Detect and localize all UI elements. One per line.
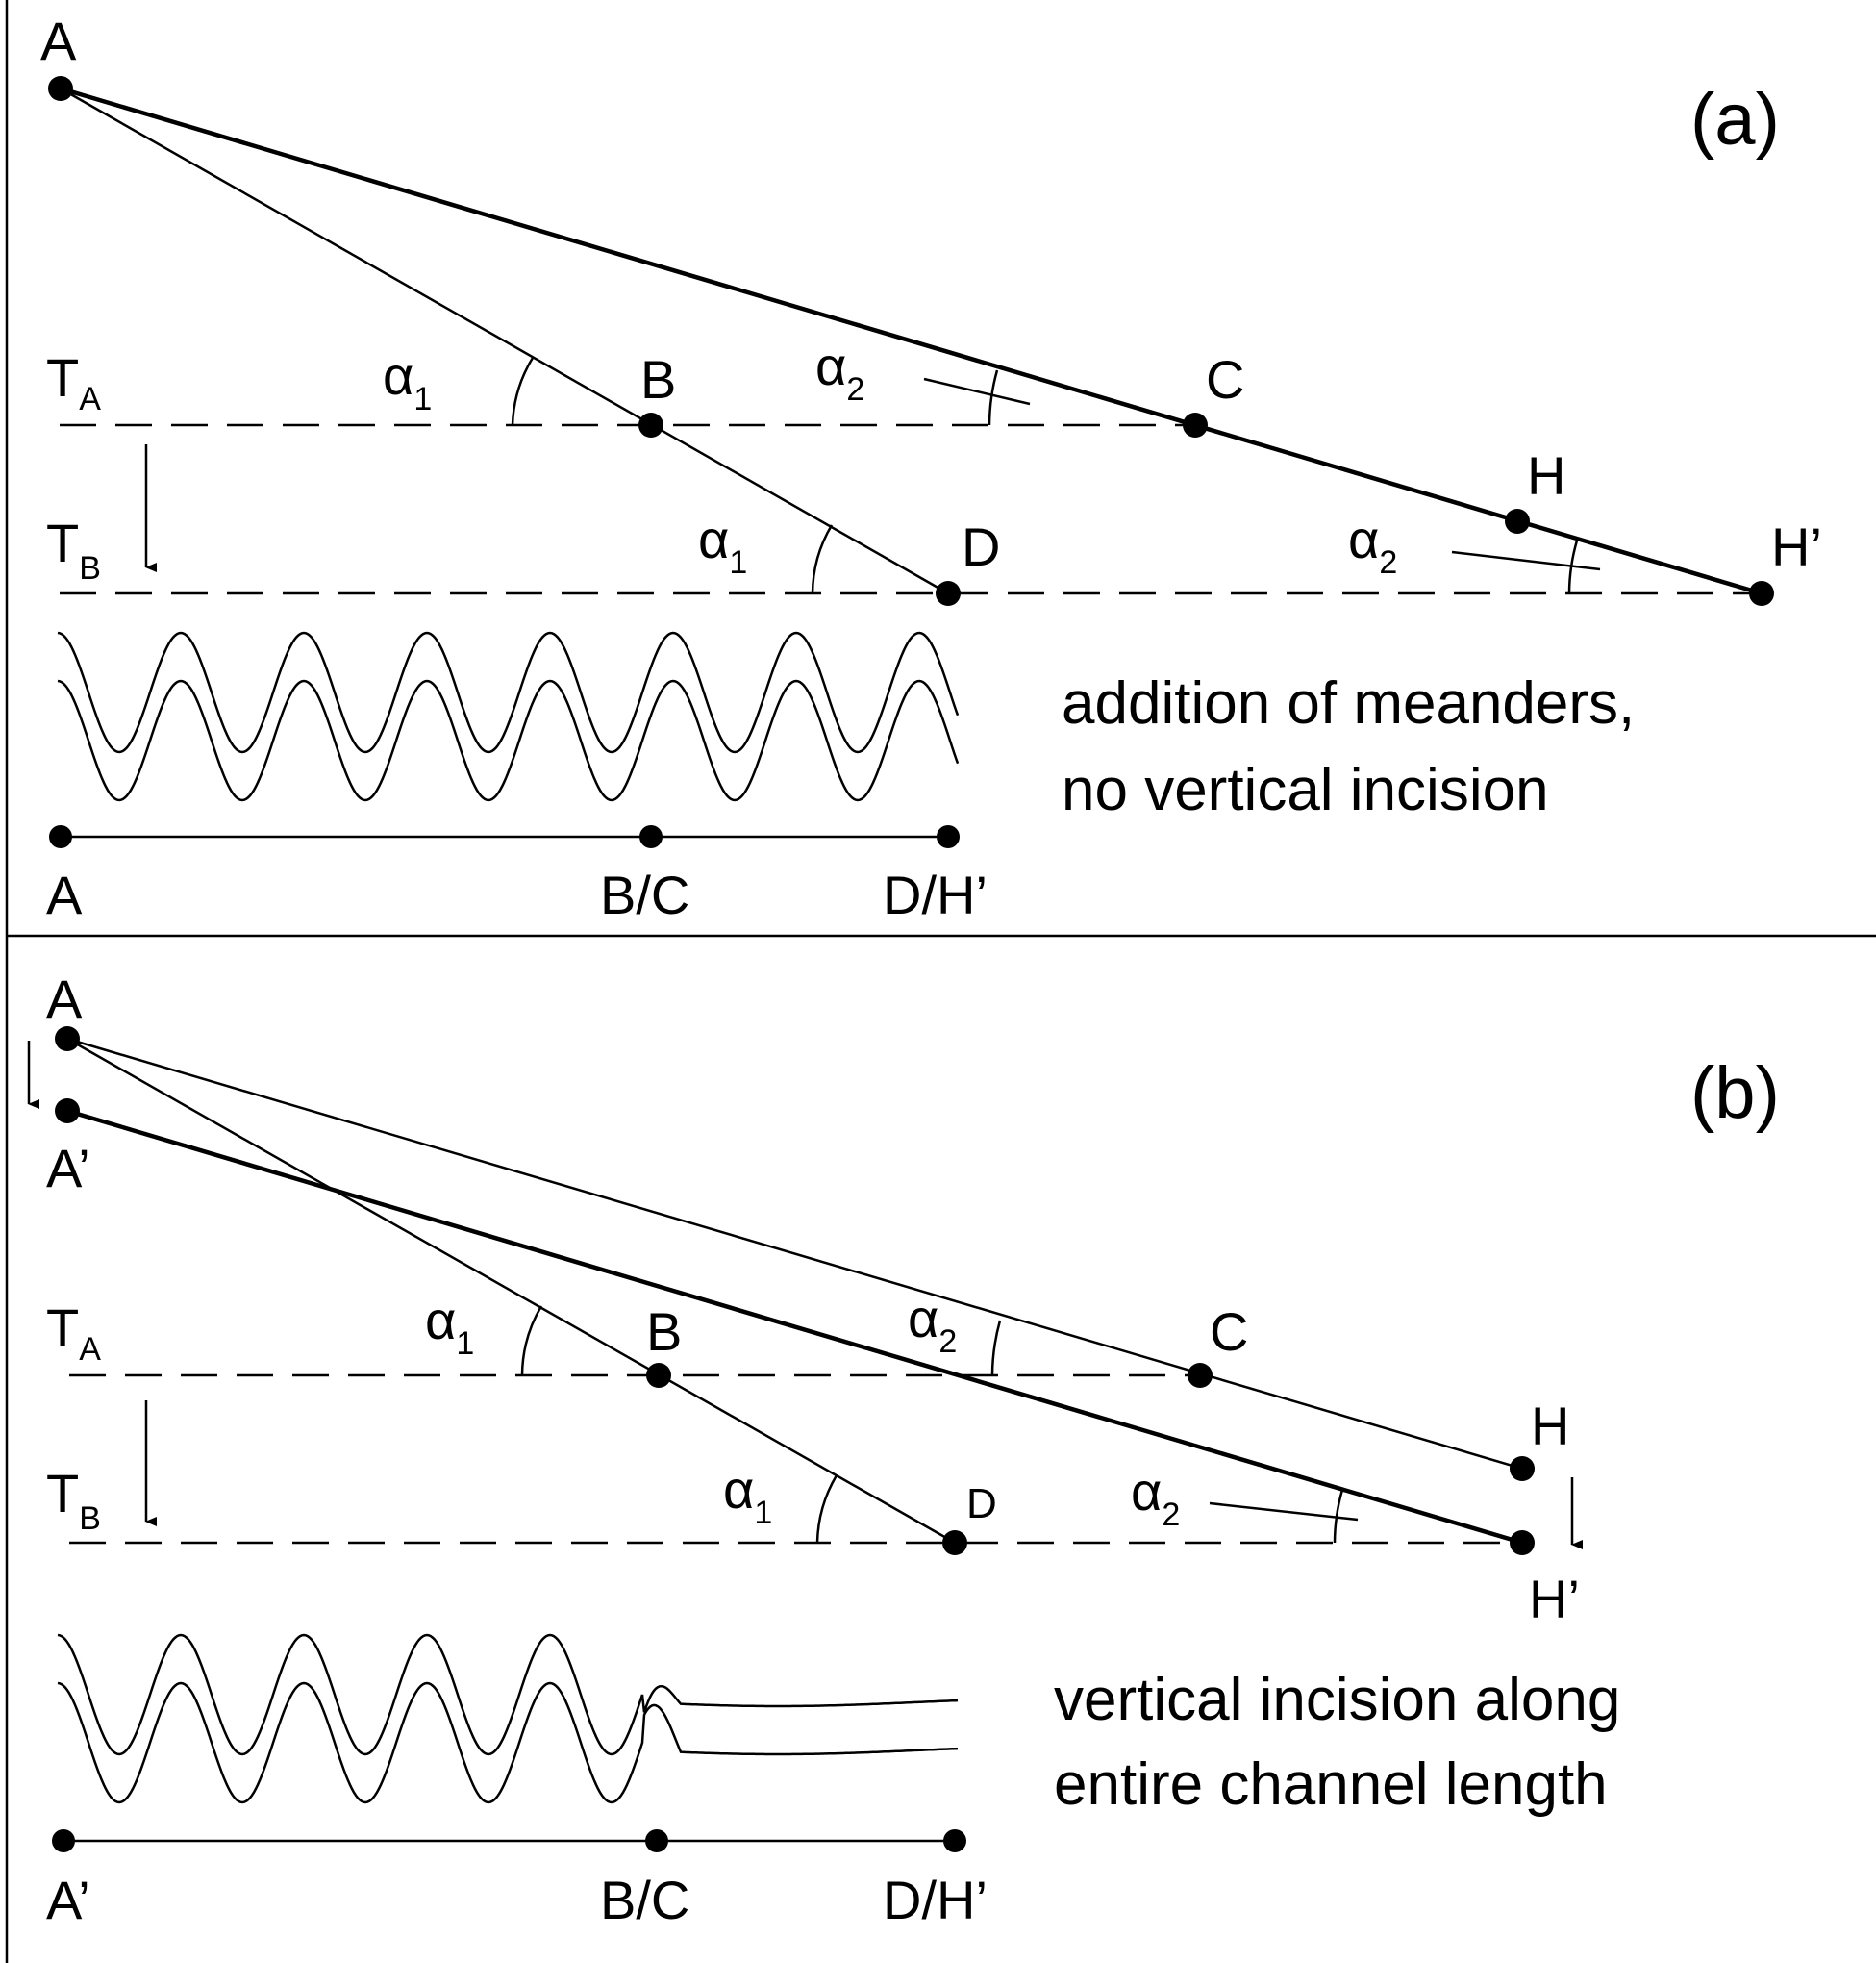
panel-b: (b) A A’ B C H D H’ TA TB [27, 969, 1780, 1930]
angle-arc-a1-upper [511, 357, 535, 426]
angle-label-a2-lower: α2 [1131, 1461, 1180, 1533]
axis-point-a [49, 825, 72, 848]
point-b-label: B [640, 349, 676, 410]
profile-line-a-hprime [60, 86, 1763, 596]
profile-line-a-d [66, 1037, 956, 1545]
point-h [1510, 1456, 1535, 1481]
angle-arc-a2-upper [990, 1320, 1002, 1376]
level-label-ta: TA [46, 1297, 101, 1368]
angle-tick-a2-lower [1209, 1501, 1359, 1522]
angle-label-a1-upper: α1 [383, 345, 432, 417]
angle-arc-a1-upper [520, 1305, 543, 1376]
meander-channel-upper-bank [57, 1633, 959, 1756]
axis-point-bc [639, 825, 663, 848]
point-c-label: C [1206, 349, 1244, 410]
angle-label-a2-upper: α2 [908, 1288, 957, 1360]
point-a [48, 76, 73, 101]
point-h-label: H [1531, 1396, 1569, 1456]
level-label-tb: TB [46, 513, 101, 587]
axis-point-aprime [52, 1829, 75, 1852]
caption-line-1: vertical incision along [1054, 1667, 1620, 1733]
angle-arc-a2-lower [1333, 1489, 1344, 1544]
profile-line-a-d [60, 87, 949, 595]
axis-label-aprime: A’ [46, 1870, 90, 1930]
point-a [55, 1026, 80, 1051]
point-b [646, 1363, 671, 1388]
point-d [942, 1530, 967, 1555]
point-a-label: A [40, 11, 77, 71]
panel-a-label: (a) [1690, 79, 1780, 161]
angle-tick-a2-upper [923, 377, 1031, 406]
point-b [638, 413, 663, 438]
axis-label-a: A [46, 865, 83, 925]
profile-line-aprime-hprime [66, 1108, 1523, 1546]
angle-label-a1-lower: α1 [723, 1459, 772, 1531]
point-h-label: H [1527, 445, 1565, 506]
axis-label-dh: D/H’ [883, 865, 988, 925]
angle-tick-a2-lower [1451, 550, 1601, 571]
angle-arc-a1-lower [815, 1474, 838, 1544]
caption-line-2: no vertical incision [1062, 757, 1549, 823]
caption-line-1: addition of meanders, [1062, 670, 1635, 737]
level-label-tb: TB [46, 1463, 101, 1537]
axis-point-bc [645, 1829, 668, 1852]
point-b-label: B [646, 1301, 682, 1362]
point-c [1183, 413, 1208, 438]
point-aprime [55, 1098, 80, 1123]
panel-a: (a) A B C H D H’ TA TB α1 α2 [40, 11, 1822, 925]
profile-line-a-h [66, 1037, 1523, 1471]
angle-label-a1-upper: α1 [425, 1290, 474, 1362]
meander-channel-upper-bank [57, 631, 960, 754]
point-hprime-label: H’ [1529, 1569, 1580, 1629]
point-hprime [1749, 581, 1774, 606]
angle-label-a2-lower: α2 [1348, 509, 1397, 581]
axis-label-bc: B/C [600, 1870, 689, 1930]
point-d-label: D [966, 1480, 997, 1527]
meander-channel-lower-bank [57, 1681, 959, 1804]
point-aprime-label: A’ [46, 1138, 90, 1198]
point-c [1188, 1363, 1213, 1388]
point-d-label: D [962, 516, 1000, 577]
point-c-label: C [1210, 1301, 1248, 1362]
angle-label-a2-upper: α2 [815, 336, 864, 408]
axis-label-bc: B/C [600, 865, 689, 925]
level-label-ta: TA [46, 347, 101, 417]
point-a-label: A [46, 969, 83, 1029]
caption-line-2: entire channel length [1054, 1751, 1608, 1818]
axis-label-dh: D/H’ [883, 1870, 988, 1930]
point-hprime [1510, 1530, 1535, 1555]
point-d [936, 581, 961, 606]
point-h [1505, 509, 1530, 534]
angle-arc-a2-upper [988, 369, 999, 426]
point-hprime-label: H’ [1771, 516, 1822, 577]
meander-channel-lower-bank [57, 679, 960, 802]
axis-point-dh [943, 1829, 966, 1852]
angle-label-a1-lower: α1 [698, 509, 747, 581]
panel-b-label: (b) [1690, 1052, 1780, 1134]
axis-point-dh [937, 825, 960, 848]
angle-arc-a1-lower [811, 524, 834, 594]
